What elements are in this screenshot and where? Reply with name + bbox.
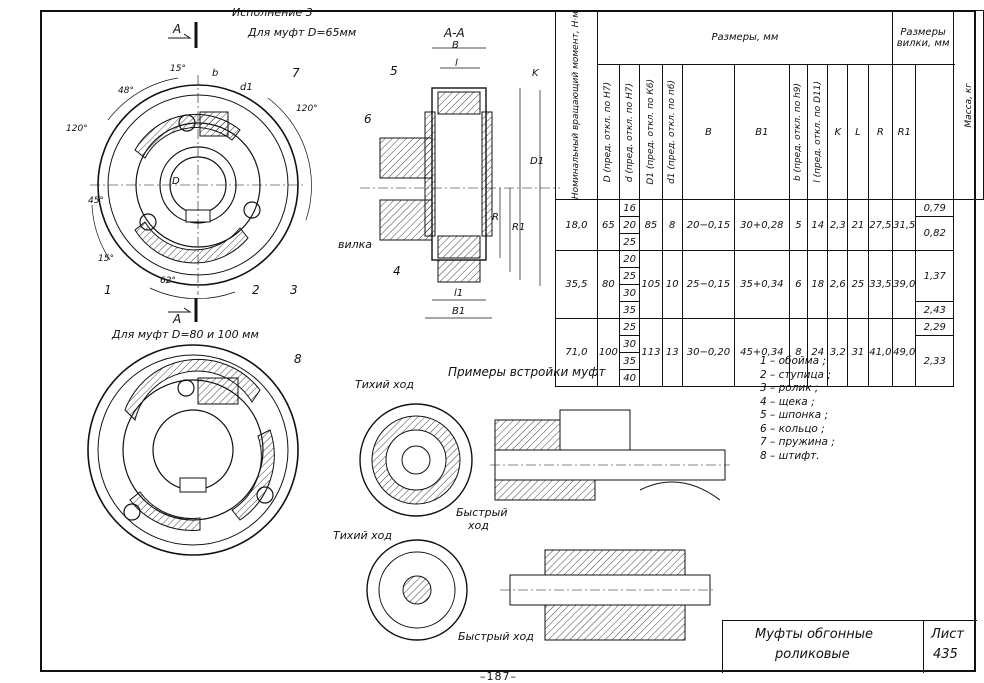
legend-item: 1 – обойма ; [760, 355, 826, 367]
callout-7: 7 [292, 66, 300, 80]
legend-item: 4 – щека ; [760, 395, 815, 408]
dim-R1: R1 [512, 222, 526, 233]
th-l: l (пред. откл. по D11) [806, 64, 829, 201]
callout-5: 5 [390, 64, 398, 78]
th-D: D (пред. откл. по Н7) [596, 64, 620, 201]
legend-item: 3 – ролик ; [760, 382, 819, 394]
legend-item: 7 – пружина ; [760, 436, 835, 448]
section-title: А-А [444, 26, 465, 40]
fork-label: вилка [338, 238, 373, 251]
table-row: 18,0 65 16 85 8 20−0,15 30+0,28 5 14 2,3… [555, 199, 984, 252]
th-R: R [867, 64, 894, 201]
th-fork: Размеры вилки, мм [892, 9, 955, 66]
th-b: b (пред. откл. по h9) [788, 64, 809, 201]
th-d1: d1 (пред. откл. по п6) [661, 64, 683, 201]
section-mark-bottom: А [173, 312, 182, 326]
title-block: Муфты обгонные роликовые Лист 435 [722, 620, 977, 673]
angle-120-right: 120° [296, 104, 318, 114]
example-1 [359, 403, 730, 517]
slow-label-1: Тихий ход [355, 378, 415, 391]
dim-D: D [172, 176, 180, 187]
dim-R: R [492, 212, 499, 223]
dimensions-table: Номинальный вращающий момент, Н·м Размер… [555, 9, 984, 388]
angle-15-left: 15° [98, 254, 114, 264]
angle-15-top: 15° [170, 64, 186, 74]
th-D1: D1 (пред. откл. по К6) [639, 64, 663, 201]
callout-4: 4 [393, 264, 401, 278]
dim-d1: d1 [240, 82, 253, 93]
legend-item: 6 – кольцо ; [760, 422, 825, 435]
th-B1: B1 [733, 64, 790, 201]
callout-3: 3 [290, 283, 298, 297]
angle-120-left: 120° [66, 124, 88, 134]
dim-l: l [455, 58, 458, 69]
th-R1: R1 [892, 64, 917, 201]
legend-item: 2 – ступица ; [760, 368, 831, 381]
dim-B1: B1 [452, 306, 466, 317]
angle-48: 48° [118, 86, 134, 96]
dim-l1: l1 [454, 288, 464, 299]
dim-D1: D1 [530, 156, 545, 167]
callout-1: 1 [104, 283, 112, 297]
legend-item: 8 – штифт. [760, 449, 820, 462]
d80-100-label: Для муфт D=80 и 100 мм [112, 328, 259, 341]
legend-item: 5 – шпонка ; [760, 409, 829, 421]
example-2 [366, 539, 715, 641]
d65-label: Для муфт D=65мм [248, 26, 357, 39]
table-row: 35,5 80 20 105 10 25−0,15 35+0,34 6 18 2… [555, 250, 984, 320]
parts-legend: 1 – обойма ; 2 – ступица ; 3 – ролик ; 4… [760, 355, 835, 463]
section-view-aa [360, 47, 560, 319]
angle-45: 45° [88, 196, 104, 206]
title-block-name: Муфты обгонные роликовые [723, 621, 924, 673]
title-block-sheet: Лист 435 [931, 627, 964, 662]
th-mass: Масса, кг [953, 9, 984, 201]
angle-62: 62° [160, 276, 176, 286]
th-K: K [827, 64, 849, 201]
th-B: B [681, 64, 735, 201]
th-torque: Номинальный вращающий момент, Н·м [555, 9, 598, 201]
fast-label-1a: Быстрый [456, 506, 508, 519]
fast-label-1b: ход [468, 519, 489, 532]
th-L: L [847, 64, 869, 201]
callout-8: 8 [294, 352, 302, 366]
fast-label-2: Быстрый ход [458, 630, 534, 643]
drawing-sheet-frame [40, 10, 976, 672]
front-view-d80-100 [87, 344, 299, 556]
slow-label-2: Тихий ход [333, 529, 393, 542]
variant-title: Исполнение 3 [232, 6, 313, 19]
page-number: –187– [480, 670, 517, 683]
section-mark-top: А [173, 22, 182, 36]
callout-2: 2 [252, 283, 260, 297]
callout-6: 6 [364, 112, 372, 126]
dim-b: b [212, 68, 219, 79]
table-row: 71,0 100 25 113 13 30−0,20 45+0,34 8 24 … [555, 318, 984, 388]
th-dims: Размеры, мм [596, 9, 894, 66]
th-d: d (пред. откл. по Н7) [618, 64, 641, 201]
dim-K: K [532, 68, 539, 79]
front-view-d65 [90, 22, 312, 322]
dim-B: B [452, 40, 459, 51]
